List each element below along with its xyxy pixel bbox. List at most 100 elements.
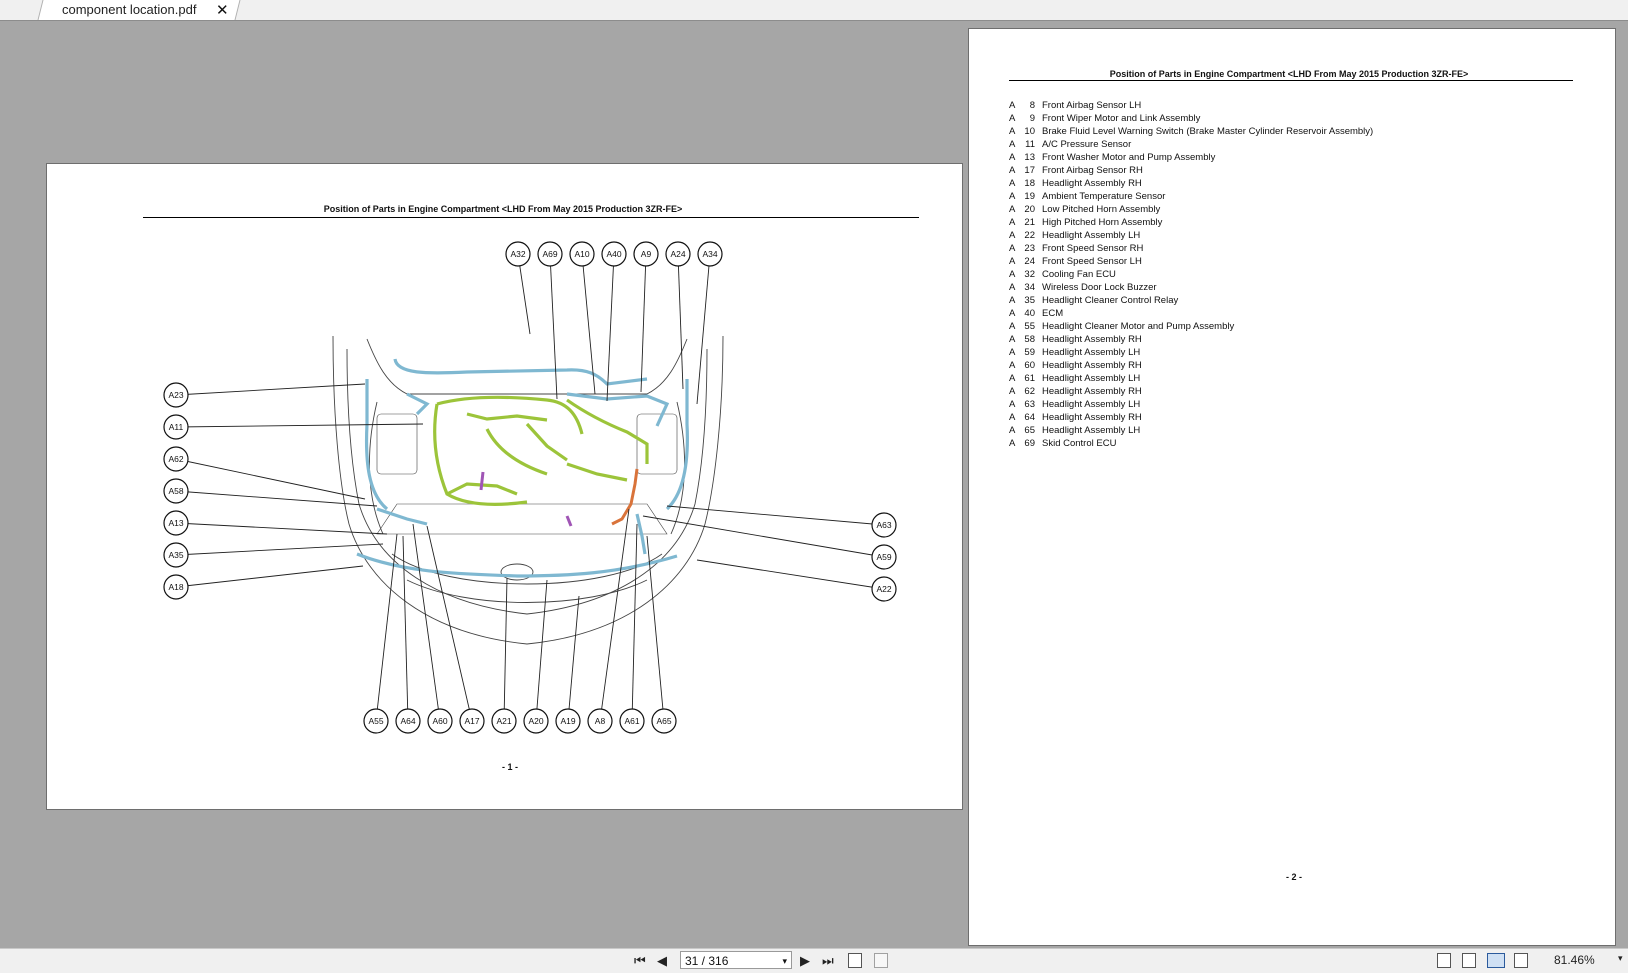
part-name: Front Speed Sensor RH [1042,243,1144,254]
callout-label: A23 [168,390,183,400]
callout-circle [491,708,517,734]
single-page-view-icon[interactable] [1437,953,1451,968]
part-code: A [1009,308,1016,319]
part-code: A [1009,399,1016,410]
callout-a18: A18 [163,574,189,600]
callout-label: A35 [168,550,183,560]
part-number: 8 [1029,100,1035,111]
page-number-field[interactable]: 31 / 316 ▾ [680,951,792,969]
leader-line-a11 [175,423,424,428]
callout-label: A69 [542,249,557,259]
part-name: A/C Pressure Sensor [1042,139,1132,150]
part-code: A [1009,204,1016,215]
callout-circle [871,512,897,538]
previous-page-icon[interactable]: ◀ [657,953,667,968]
callout-circle [871,576,897,602]
part-number: 32 [1024,269,1035,280]
next-page-icon[interactable]: ▶ [800,953,810,968]
part-number: 34 [1024,282,1035,293]
part-number: 62 [1024,386,1035,397]
callout-circle [601,241,627,267]
part-code: A [1009,243,1016,254]
part-number: 60 [1024,360,1035,371]
part-number: 22 [1024,230,1035,241]
leader-line-a17 [426,525,473,722]
callout-label: A32 [510,249,525,259]
callout-a21: A21 [491,708,517,734]
callout-a40: A40 [601,241,627,267]
tab-bar: component location.pdf ✕ [0,0,1628,21]
part-name: Front Airbag Sensor RH [1042,165,1143,176]
callout-circle [459,708,485,734]
callout-label: A40 [606,249,621,259]
two-page-continuous-view-icon[interactable] [1514,953,1528,968]
document-tab-title[interactable]: component location.pdf [62,2,197,17]
callout-circle [697,241,723,267]
callout-circle [587,708,613,734]
part-number: 23 [1024,243,1035,254]
part-number: 9 [1029,113,1035,124]
leader-line-a61 [631,523,638,722]
part-name: Skid Control ECU [1042,438,1117,449]
wire-harness-blue [356,358,689,578]
callout-circle [163,574,189,600]
callout-a69: A69 [537,241,563,267]
last-page-icon[interactable]: ⏭ [822,953,834,968]
callout-circle [651,708,677,734]
part-code: A [1009,386,1016,397]
callout-circle [163,478,189,504]
part-code: A [1009,269,1016,280]
part-name: High Pitched Horn Assembly [1042,217,1163,228]
leader-line-a23 [175,383,366,396]
first-page-icon[interactable]: ⏮ [634,953,646,968]
continuous-view-icon[interactable] [1462,953,1476,968]
callout-a62: A62 [163,446,189,472]
leader-line-a32 [517,253,531,335]
part-number: 24 [1024,256,1035,267]
part-number: 55 [1024,321,1035,332]
two-page-view-icon[interactable] [1487,953,1505,968]
part-name: Headlight Assembly RH [1042,178,1142,189]
callout-label: A17 [464,716,479,726]
page-dropdown-icon[interactable]: ▾ [782,956,787,966]
callout-label: A65 [656,716,671,726]
callout-a60: A60 [427,708,453,734]
part-number: 20 [1024,204,1035,215]
part-code: A [1009,321,1016,332]
part-number: 58 [1024,334,1035,345]
wire-harness-orange [611,468,639,526]
zoom-level[interactable]: 81.46% [1554,953,1595,967]
callout-a11: A11 [163,414,189,440]
rotate-clockwise-icon[interactable] [848,953,862,968]
rotate-counterclockwise-icon[interactable] [874,953,888,968]
callout-label: A61 [624,716,639,726]
leader-line-a22 [696,559,885,590]
callout-label: A59 [876,552,891,562]
callout-circle [871,544,897,570]
part-number: 35 [1024,295,1035,306]
callout-a24: A24 [665,241,691,267]
zoom-dropdown-icon[interactable]: ▾ [1618,953,1623,963]
part-number: 21 [1024,217,1035,228]
part-name: Front Washer Motor and Pump Assembly [1042,152,1216,163]
part-number: 18 [1024,178,1035,189]
leader-line-a35 [175,543,384,556]
callout-label: A34 [702,249,717,259]
callout-circle [633,241,659,267]
part-code: A [1009,126,1016,137]
part-code: A [1009,113,1016,124]
callout-a9: A9 [633,241,659,267]
leader-lines [175,253,885,722]
leader-line-a64 [402,535,409,722]
leader-line-a55 [375,533,398,722]
close-tab-icon[interactable]: ✕ [216,2,229,19]
part-name: Headlight Assembly LH [1042,347,1141,358]
leader-line-a34 [696,253,711,405]
callout-a64: A64 [395,708,421,734]
callout-label: A11 [169,422,184,432]
part-name: Cooling Fan ECU [1042,269,1116,280]
part-name: Headlight Assembly LH [1042,425,1141,436]
leader-line-a18 [175,565,364,588]
page-1-number: - 1 - [502,762,519,772]
